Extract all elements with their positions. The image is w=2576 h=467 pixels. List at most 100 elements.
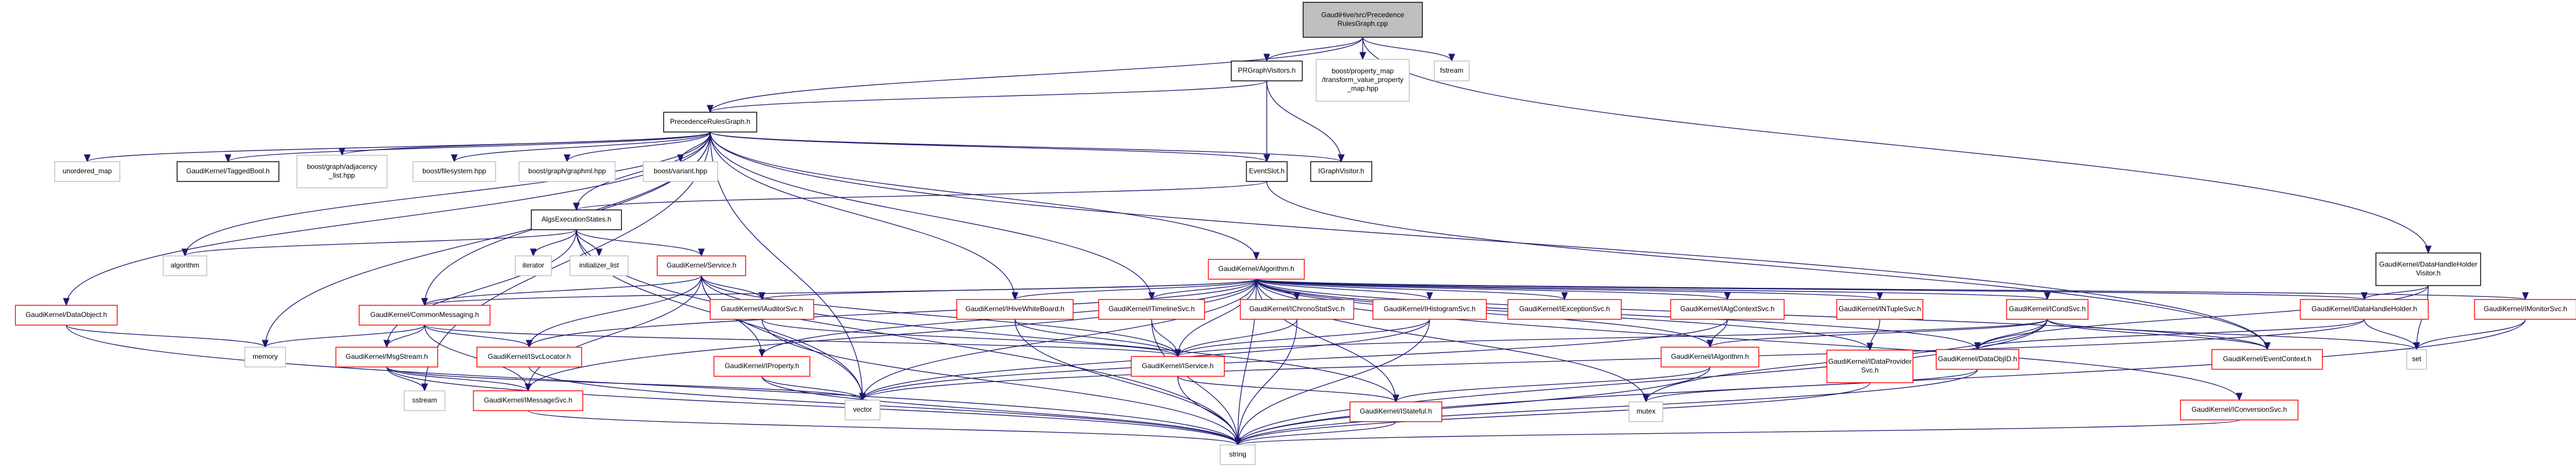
node-label: boost/graph/graphml.hpp (528, 167, 606, 175)
node-label: sstream (412, 396, 437, 404)
node-eventctx[interactable]: GaudiKernel/EventContext.h (2211, 349, 2323, 370)
edge-iauditor-iservice (761, 319, 1178, 357)
edge-prg-algorithm (184, 131, 711, 256)
node-label: GaudiKernel/Algorithm.h (1218, 265, 1295, 273)
node-aes[interactable]: AlgsExecutionStates.h (530, 209, 622, 230)
node-box (1239, 299, 1355, 320)
node-prg[interactable]: PrecedenceRulesGraph.h (663, 112, 757, 133)
node-prgv[interactable]: PRGraphVisitors.h (1231, 60, 1303, 81)
arrowhead-icon (573, 202, 580, 211)
node-label: fstream (1440, 66, 1463, 74)
edge-galg-iexcept (1256, 279, 1565, 300)
node-label: GaudiKernel/IAuditorSvc.h (721, 305, 803, 313)
node-label: boost/property_map (1332, 67, 1394, 75)
edge-imonitor-set (2416, 319, 2526, 350)
node-algorithm: algorithm (162, 255, 208, 276)
node-imonitor[interactable]: GaudiKernel/IMonitorSvc.h (2474, 299, 2576, 320)
arrowhead-icon (1866, 343, 1873, 351)
node-imsgsvc[interactable]: GaudiKernel/IMessageSvc.h (473, 390, 583, 411)
node-dataobj[interactable]: GaudiKernel/DataObject.h (15, 305, 118, 326)
node-box (2211, 349, 2323, 370)
arrowhead-icon (63, 298, 70, 306)
arrowhead-icon (1263, 154, 1270, 163)
node-label: string (1229, 450, 1246, 458)
node-label: /transform_value_property (1322, 76, 1403, 84)
node-box (476, 347, 582, 368)
node-eventslot[interactable]: EventSlot.h (1246, 161, 1288, 182)
node-box (162, 255, 208, 276)
node-label: GaudiKernel/IService.h (1142, 362, 1213, 370)
edge-aes-iterator (533, 229, 577, 256)
node-label: AlgsExecutionStates.h (541, 215, 611, 223)
node-istateful[interactable]: GaudiKernel/IStateful.h (1349, 401, 1442, 422)
edge-cpp-prg (710, 37, 1363, 113)
node-iauditor[interactable]: GaudiKernel/IAuditorSvc.h (710, 299, 814, 320)
edge-ichrono-iservice (1177, 319, 1298, 357)
node-idhh[interactable]: GaudiKernel/IDataHandleHolder.h (2300, 299, 2429, 320)
node-tagged[interactable]: GaudiKernel/TaggedBool.h (176, 161, 280, 182)
node-ihisto[interactable]: GaudiKernel/IHistogramSvc.h (1372, 299, 1487, 320)
arrowhead-icon (2264, 342, 2271, 351)
node-iexcept[interactable]: GaudiKernel/IExceptionSvc.h (1507, 299, 1622, 320)
node-umap: unordered_map (54, 161, 120, 182)
node-label: GaudiKernel/CommonMessaging.h (370, 311, 479, 319)
node-ichrono[interactable]: GaudiKernel/IChronoStatSvc.h (1239, 299, 1355, 320)
edge-galg-intuple (1256, 279, 1880, 300)
edge-prg-vector (710, 131, 863, 401)
node-iterator: iterator (515, 255, 552, 276)
node-iconv[interactable]: GaudiKernel/IConversionSvc.h (2180, 400, 2299, 420)
edge-ihive-string (1014, 319, 1238, 445)
node-variant: boost/variant.hpp (643, 161, 718, 182)
edge-idataprov-string (1237, 382, 1870, 445)
arrowhead-icon (262, 340, 269, 348)
node-label: Svc.h (1861, 366, 1879, 375)
edge-eventslot-aes (576, 181, 1267, 211)
node-box (1302, 2, 1423, 38)
node-service[interactable]: GaudiKernel/Service.h (657, 255, 746, 276)
arrowhead-icon (859, 393, 866, 401)
node-label: GaudiKernel/EventContext.h (2223, 355, 2311, 363)
node-galg[interactable]: GaudiKernel/Algorithm.h (1207, 259, 1305, 280)
edge-aes-service (576, 229, 702, 256)
node-commsg[interactable]: GaudiKernel/CommonMessaging.h (358, 305, 491, 326)
node-msgstream[interactable]: GaudiKernel/MsgStream.h (335, 347, 439, 368)
node-box (1220, 444, 1256, 465)
edge-dataobj-memory (66, 325, 266, 348)
node-itimeline[interactable]: GaudiKernel/ITimelineSvc.h (1098, 299, 1205, 320)
node-box (1246, 161, 1288, 182)
node-label: GaudiKernel/ICondSvc.h (2009, 305, 2086, 313)
node-box (1936, 349, 2019, 370)
edge-iproperty-string (761, 376, 1238, 445)
node-ialgctx[interactable]: GaudiKernel/IAlgContextSvc.h (1670, 299, 1785, 320)
node-string: string (1220, 444, 1256, 465)
node-label: GaudiKernel/IProperty.h (725, 362, 799, 370)
node-icond[interactable]: GaudiKernel/ICondSvc.h (2006, 299, 2089, 320)
node-box (54, 161, 120, 182)
node-ihive[interactable]: GaudiKernel/IHiveWhiteBoard.h (956, 299, 1074, 320)
arrowhead-icon (1392, 394, 1399, 403)
node-box (530, 209, 622, 230)
node-label: mutex (1637, 407, 1656, 415)
arrowhead-icon (564, 154, 571, 163)
node-igv[interactable]: IGraphVisitor.h (1310, 161, 1373, 182)
edge-galg-iservice (1177, 279, 1257, 357)
arrowhead-icon (2361, 292, 2368, 301)
node-isvcloc[interactable]: GaudiKernel/ISvcLocator.h (476, 347, 582, 368)
node-box (1207, 259, 1305, 280)
arrowhead-icon (2236, 393, 2243, 401)
node-box (1349, 401, 1442, 422)
node-cpp[interactable]: GaudiHive/src/PrecedenceRulesGraph.cpp (1302, 2, 1423, 38)
arrowhead-icon (530, 248, 537, 257)
node-dataobjid[interactable]: GaudiKernel/DataObjID.h (1936, 349, 2019, 370)
node-ialgorithm[interactable]: GaudiKernel/IAlgorithm.h (1661, 347, 1759, 368)
arrowhead-icon (84, 154, 91, 163)
arrowhead-icon (1234, 437, 1241, 446)
node-iproperty[interactable]: GaudiKernel/IProperty.h (713, 356, 811, 377)
node-intuple[interactable]: GaudiKernel/INTupleSvc.h (1836, 299, 1923, 320)
node-iservice[interactable]: GaudiKernel/IService.h (1131, 356, 1225, 377)
edge-iservice-string (1177, 376, 1238, 445)
edge-aes-algorithm (184, 229, 577, 256)
